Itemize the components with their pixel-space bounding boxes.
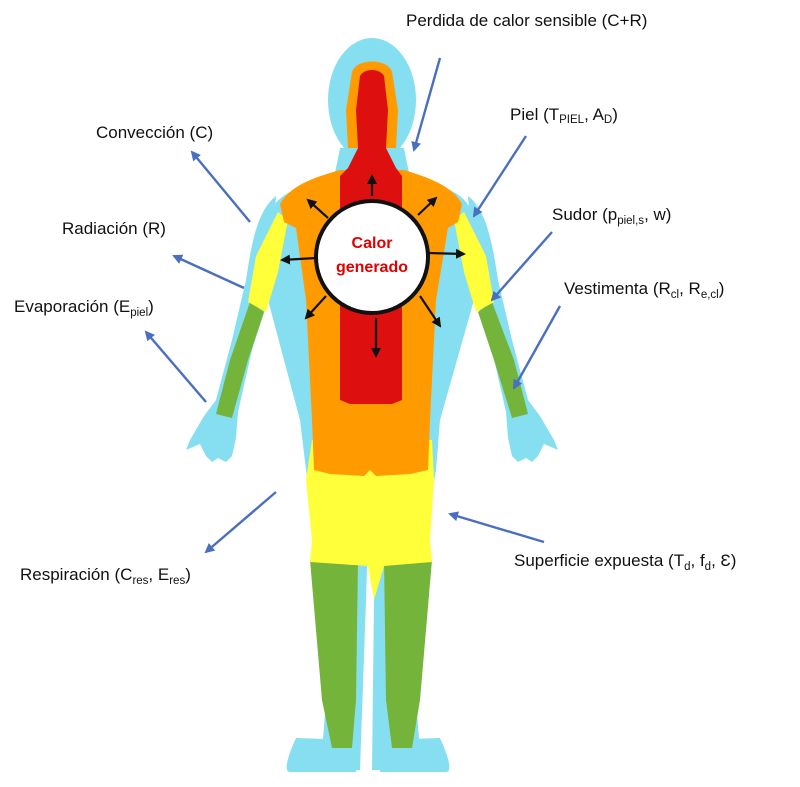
piel-mid: , A (584, 105, 605, 124)
evap-sub: piel (130, 307, 148, 319)
arrow-superficie (450, 514, 544, 542)
arrow-right (428, 253, 464, 254)
arrow-evaporacion (146, 332, 206, 402)
label-radiacion: Radiación (R) (62, 219, 166, 238)
resp-end: ) (185, 565, 191, 584)
evap-main: Evaporación (E (14, 297, 130, 316)
resp-sub2: res (169, 575, 185, 587)
arrow-conveccion (192, 152, 250, 222)
center-text-line2: generado (336, 259, 408, 276)
left-arm-outline (186, 196, 276, 462)
sup-end: , Ɛ) (711, 551, 736, 570)
piel-sub2: D (604, 114, 612, 126)
right-arm-outline (468, 196, 558, 462)
resp-main: Respiración (C (20, 565, 132, 584)
sudor-end: , w) (644, 205, 671, 224)
arrow-sensible (414, 58, 440, 150)
label-vestimenta: Vestimenta (Rcl, Re,cl) (564, 279, 724, 301)
label-superficie-expuesta: Superficie expuesta (Td, fd, Ɛ) (514, 551, 736, 573)
label-evaporacion: Evaporación (Epiel) (14, 297, 154, 319)
label-sensible-heat-loss: Perdida de calor sensible (C+R) (406, 11, 647, 30)
vest-sub1: cl (671, 289, 679, 301)
label-sudor: Sudor (ppiel,s, w) (552, 205, 671, 227)
sudor-sub: piel,s (617, 215, 644, 227)
vest-main: Vestimenta (R (564, 279, 671, 298)
piel-sub1: PIEL (559, 114, 585, 126)
right-foot (380, 738, 449, 772)
label-respiracion: Respiración (Cres, Eres) (20, 565, 191, 587)
sup-main: Superficie expuesta (T (514, 551, 684, 570)
vest-mid: , R (679, 279, 701, 298)
label-conveccion: Convección (C) (96, 123, 213, 142)
left-leg-green (310, 560, 358, 748)
generated-heat-circle: Calor generado (316, 201, 428, 313)
arrow-radiacion (174, 256, 244, 288)
center-text-line1: Calor (352, 235, 393, 252)
resp-sub1: res (132, 575, 148, 587)
vest-end: ) (719, 279, 725, 298)
center-circle (316, 201, 428, 313)
label-piel: Piel (TPIEL, AD) (510, 105, 618, 126)
sup-mid1: , f (691, 551, 705, 570)
piel-end: ) (612, 105, 618, 124)
arrow-vestimenta (514, 306, 560, 388)
arrow-sudor (492, 232, 552, 300)
vest-sub2: e,cl (701, 289, 719, 301)
arrow-respiracion (206, 492, 276, 552)
arrow-piel (474, 136, 526, 216)
sudor-main: Sudor (p (552, 205, 617, 224)
evap-end: ) (148, 297, 154, 316)
right-leg-green (384, 560, 432, 748)
resp-mid: , E (148, 565, 169, 584)
piel-main: Piel (T (510, 105, 559, 124)
